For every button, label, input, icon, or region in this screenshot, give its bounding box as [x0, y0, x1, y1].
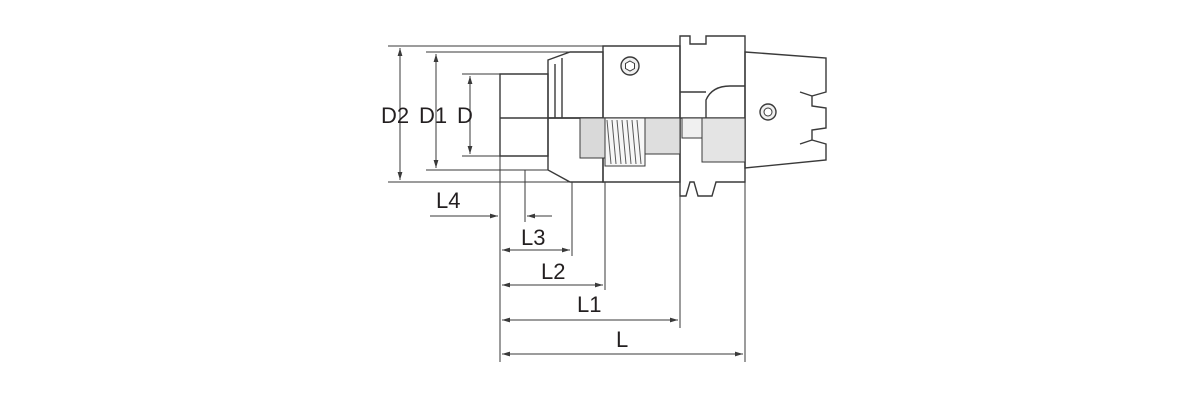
label-d1: D1 — [419, 103, 447, 128]
label-l1: L1 — [577, 292, 601, 317]
collet-section — [547, 51, 604, 183]
nose-section — [499, 73, 549, 157]
dimensions — [388, 45, 746, 362]
label-l: L — [616, 327, 628, 352]
thread-hatching — [606, 119, 642, 165]
flange — [679, 35, 746, 197]
dimension-labels: D2 D1 D L4 L3 L2 L1 L — [381, 103, 628, 352]
label-d2: D2 — [381, 103, 409, 128]
tool-body — [499, 35, 827, 197]
hsk-shank — [744, 51, 827, 169]
label-d: D — [457, 103, 473, 128]
label-l3: L3 — [521, 225, 545, 250]
label-l4: L4 — [436, 188, 460, 213]
label-l2: L2 — [541, 259, 565, 284]
